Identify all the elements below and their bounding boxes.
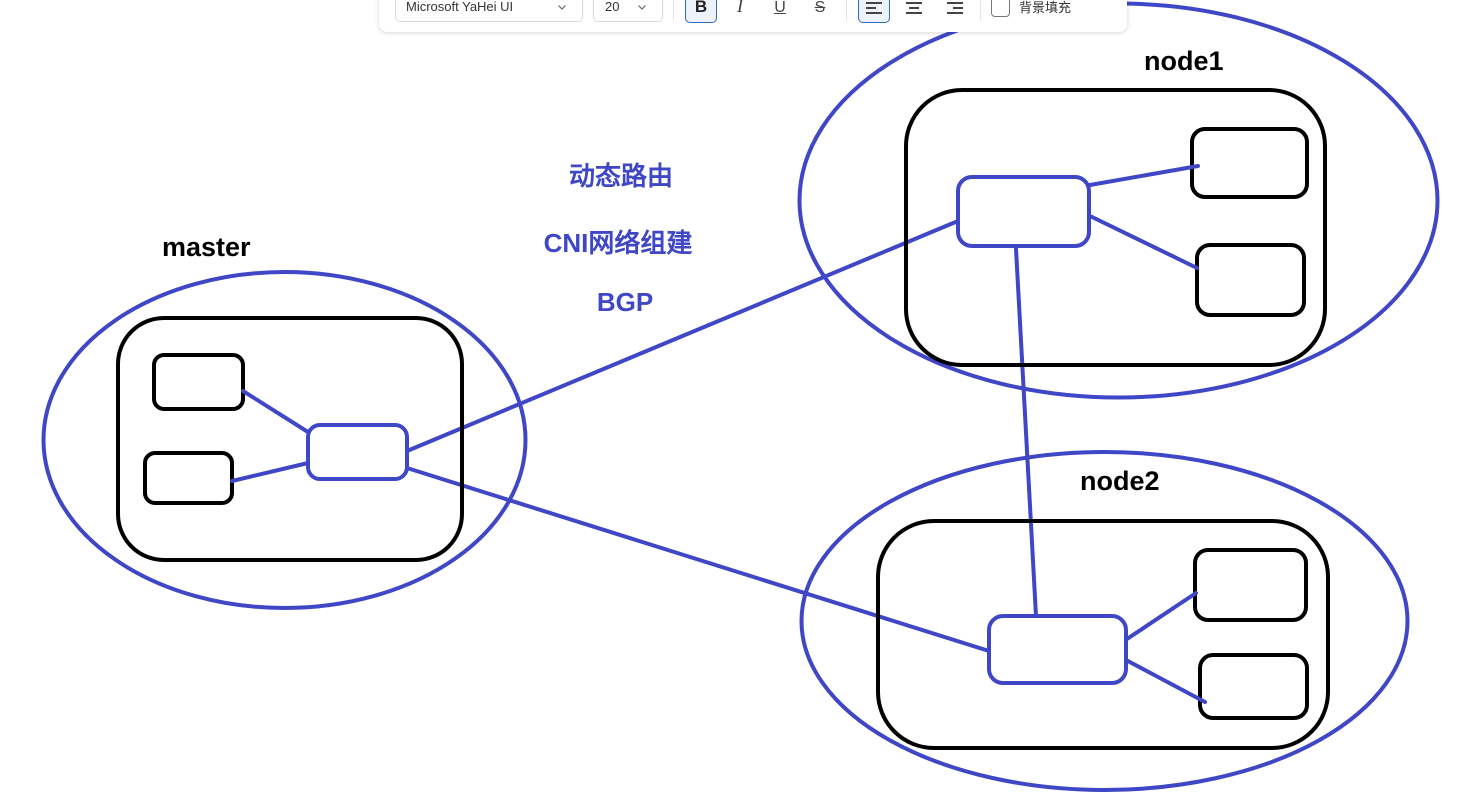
- background-fill-checkbox[interactable]: [991, 0, 1010, 17]
- align-right-button[interactable]: [939, 0, 971, 23]
- strikethrough-icon: S: [814, 0, 826, 16]
- font-family-value: Microsoft YaHei UI: [406, 0, 514, 14]
- node2-pod-box-2[interactable]: [1198, 653, 1309, 720]
- master-pod-box-1[interactable]: [152, 353, 245, 411]
- toolbar-separator: [846, 0, 847, 20]
- master-router-box[interactable]: [306, 423, 409, 481]
- strikethrough-button[interactable]: S: [804, 0, 836, 23]
- align-center-icon: [906, 1, 922, 15]
- master-boundary-ellipse[interactable]: [41, 270, 528, 610]
- font-family-select[interactable]: Microsoft YaHei UI: [395, 0, 583, 22]
- master-pod-link-1[interactable]: [241, 389, 310, 434]
- node1-node[interactable]: node1: [797, 1, 1440, 400]
- underline-icon: U: [774, 0, 786, 16]
- node2-pod-link-2[interactable]: [1124, 658, 1207, 704]
- node1-pod-box-1[interactable]: [1190, 127, 1309, 199]
- node1-host-box[interactable]: [904, 88, 1327, 367]
- annotation-cni-networking[interactable]: CNI网络组建: [544, 228, 693, 258]
- align-right-icon: [947, 1, 963, 15]
- node1-pod-link-2[interactable]: [1088, 214, 1199, 270]
- font-size-value: 20: [605, 0, 620, 14]
- node2-boundary-ellipse[interactable]: [799, 450, 1410, 792]
- link-node1-node2[interactable]: [1014, 247, 1038, 618]
- node2-node[interactable]: node2: [799, 450, 1410, 792]
- toolbar-separator: [673, 0, 674, 20]
- link-master-node2[interactable]: [405, 466, 991, 653]
- annotation-dynamic-routing[interactable]: 动态路由: [569, 161, 673, 191]
- node1-pod-link-1[interactable]: [1088, 164, 1200, 187]
- node2-pod-box-1[interactable]: [1193, 548, 1308, 622]
- toolbar-separator: [980, 0, 981, 20]
- italic-icon: I: [736, 0, 744, 17]
- master-host-box[interactable]: [116, 316, 464, 562]
- node1-boundary-ellipse[interactable]: [797, 1, 1440, 400]
- master-label[interactable]: master: [162, 232, 251, 262]
- align-center-button[interactable]: [898, 0, 930, 23]
- italic-button[interactable]: I: [724, 0, 756, 23]
- annotation-bgp[interactable]: BGP: [597, 287, 653, 317]
- bold-icon: B: [694, 0, 708, 16]
- underline-button[interactable]: U: [764, 0, 796, 23]
- node1-label[interactable]: node1: [1144, 46, 1224, 76]
- master-node[interactable]: master: [41, 232, 528, 610]
- align-left-icon: [866, 1, 882, 15]
- chevron-down-icon: [638, 5, 646, 10]
- cluster-links: [405, 219, 1038, 653]
- bold-button[interactable]: B: [685, 0, 717, 23]
- node2-label[interactable]: node2: [1080, 466, 1160, 496]
- master-pod-link-2[interactable]: [230, 461, 310, 483]
- align-left-button[interactable]: [858, 0, 890, 23]
- node1-pod-box-2[interactable]: [1195, 243, 1306, 317]
- font-size-select[interactable]: 20: [593, 0, 663, 22]
- node2-router-box[interactable]: [987, 614, 1128, 685]
- node2-pod-link-1[interactable]: [1122, 591, 1198, 643]
- background-fill-label[interactable]: 背景填充: [1019, 0, 1072, 15]
- chevron-down-icon: [558, 5, 566, 10]
- master-pod-box-2[interactable]: [143, 451, 234, 505]
- text-format-toolbar: Microsoft YaHei UI 20 B I U S: [379, 0, 1127, 32]
- node1-router-box[interactable]: [956, 175, 1091, 248]
- link-master-node1[interactable]: [405, 219, 960, 453]
- node2-host-box[interactable]: [876, 519, 1330, 750]
